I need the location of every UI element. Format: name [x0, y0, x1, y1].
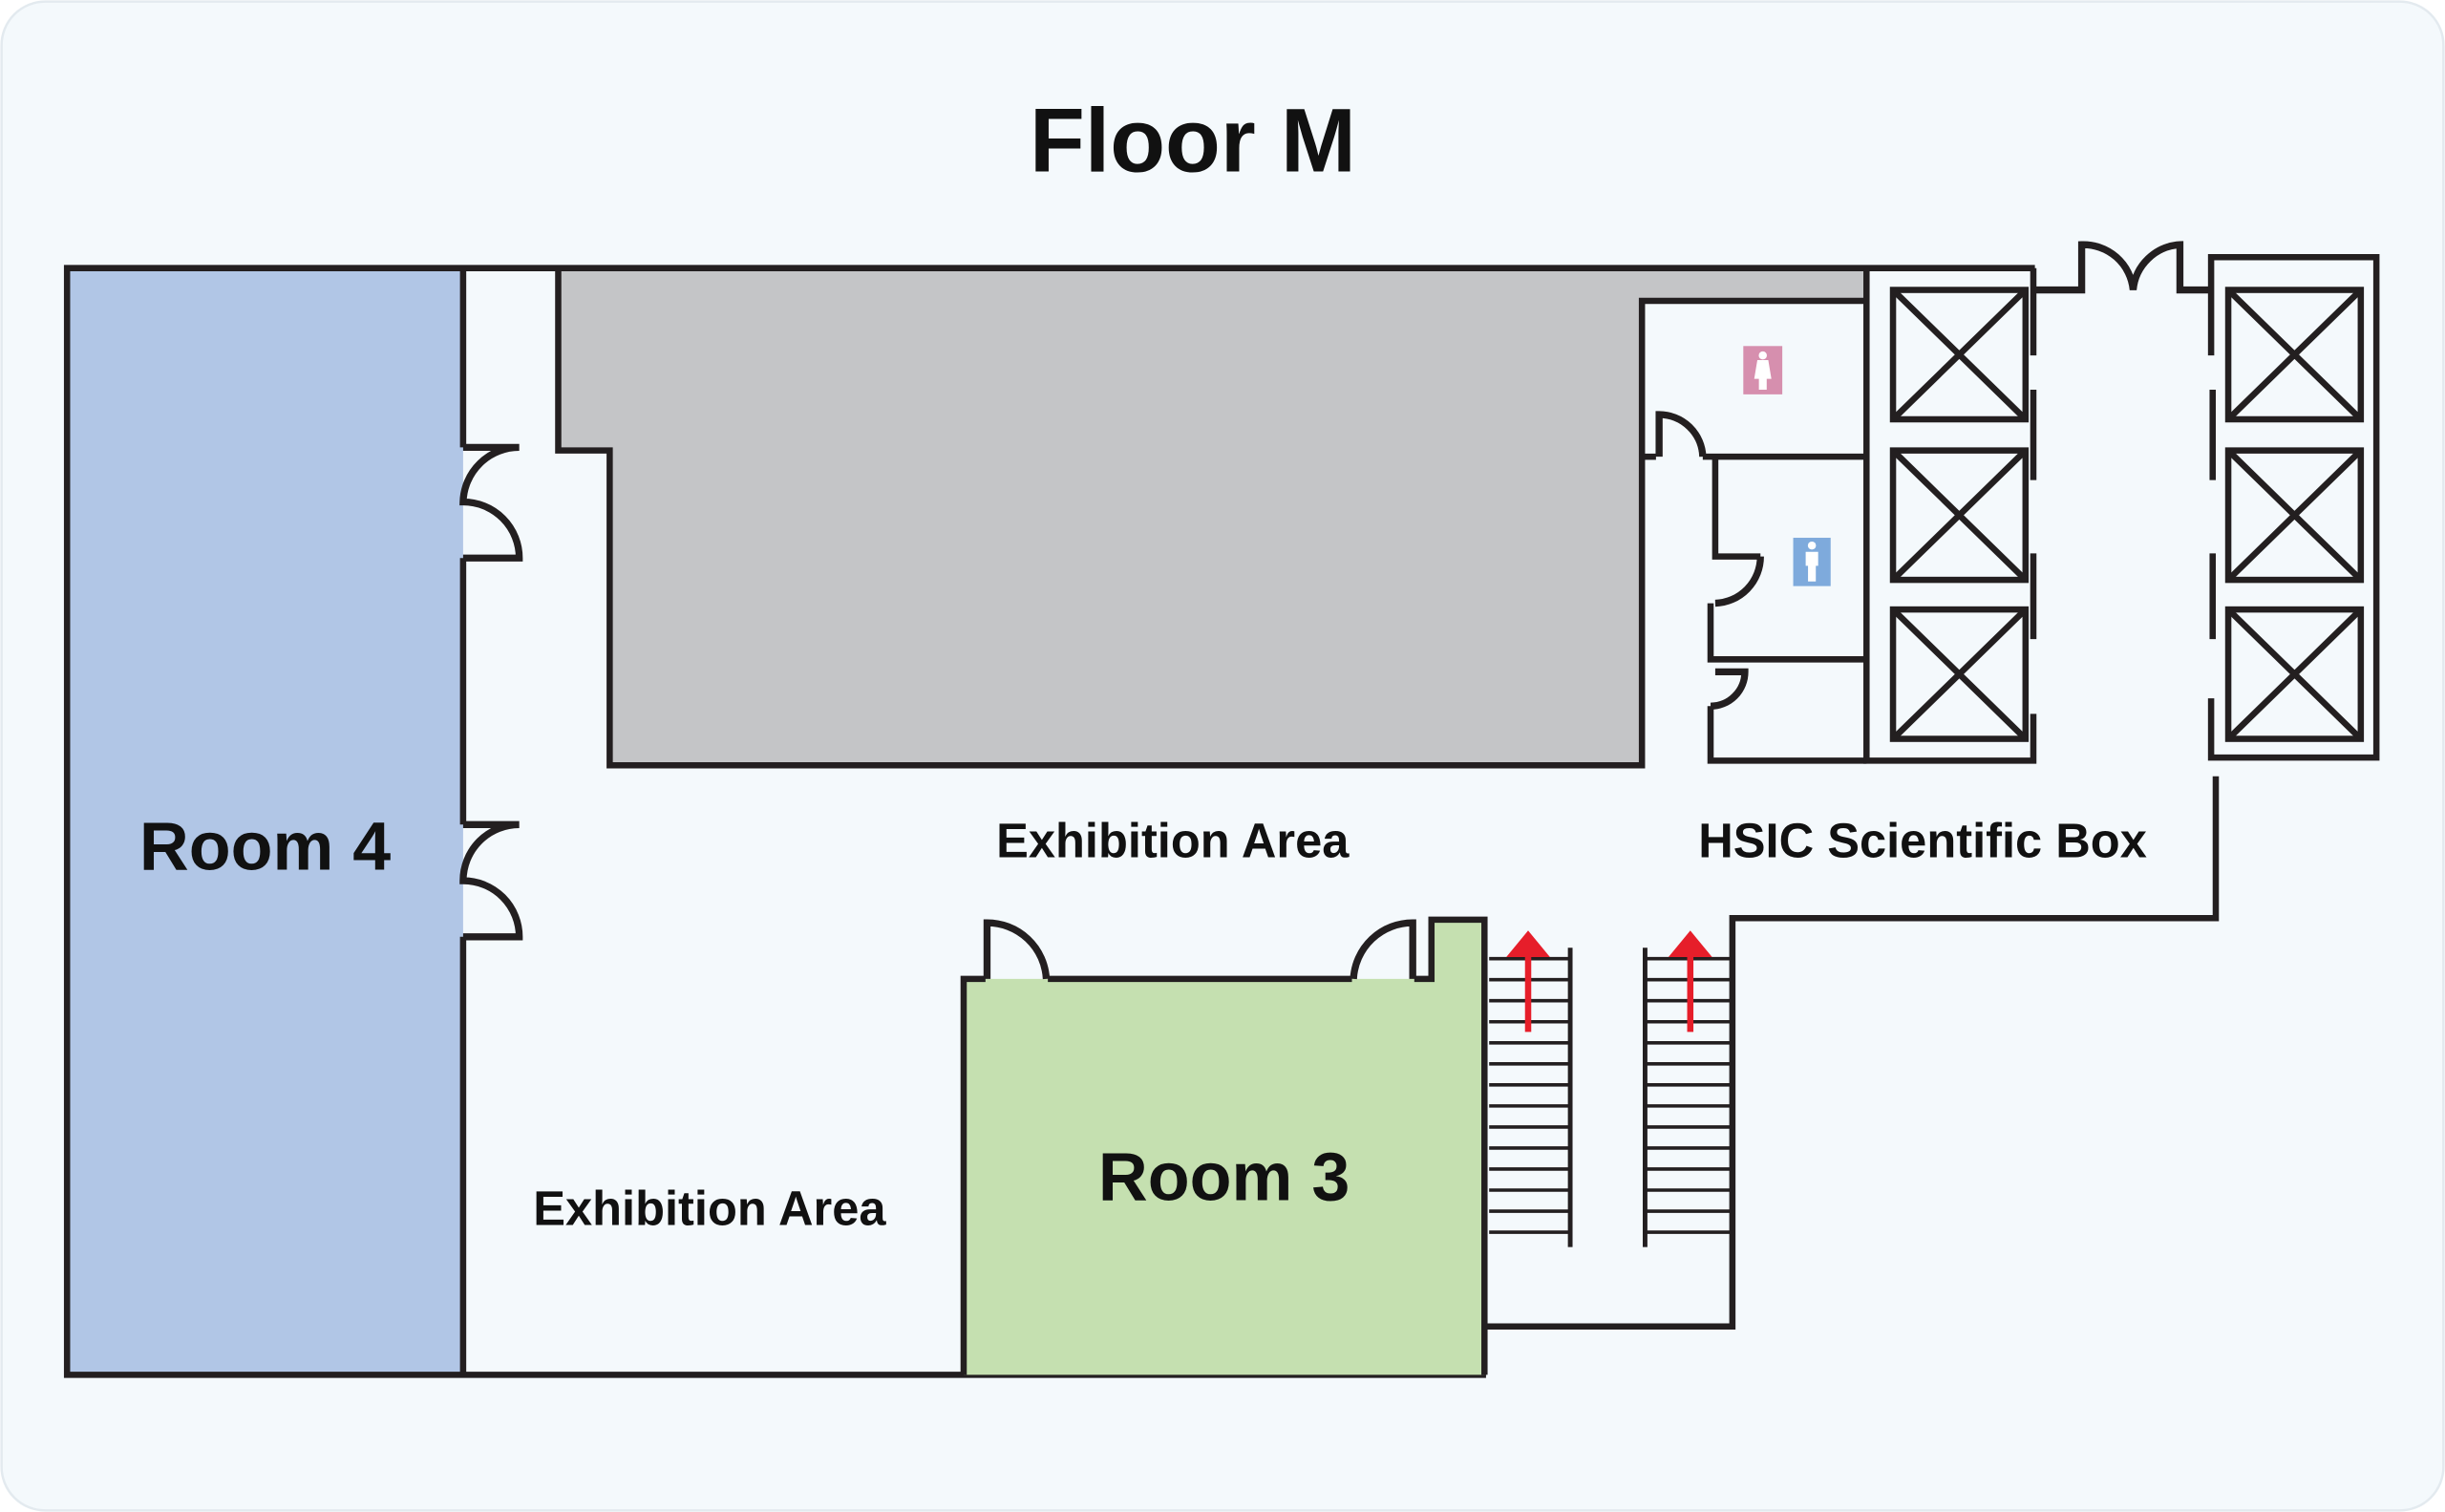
staircase-right[interactable] — [1643, 930, 1732, 1247]
room-4-door-upper[interactable] — [459, 443, 523, 562]
up-arrow-icon — [1506, 930, 1550, 1033]
room-3-door-left[interactable] — [983, 919, 1051, 980]
room-3-label: Room 3 — [1098, 1139, 1350, 1216]
elevator-bank-right — [2207, 254, 2380, 761]
room-4[interactable]: Room 4 — [67, 267, 463, 1375]
elevator-bank-left — [1863, 267, 2037, 764]
room-3-area[interactable] — [963, 919, 1485, 1375]
elevator-icon[interactable] — [1889, 287, 2030, 423]
room-4-door-lower[interactable] — [459, 820, 523, 941]
room-4-area[interactable] — [67, 267, 463, 1375]
up-arrow-icon — [1668, 930, 1712, 1033]
elevator-icon[interactable] — [1889, 447, 2030, 584]
staircase-left[interactable] — [1489, 930, 1573, 1247]
exhibition-area-lower-label: Exhibition Area — [533, 1182, 886, 1236]
elevator-icon[interactable] — [2224, 287, 2365, 423]
floor-title: Floor M — [1030, 91, 1356, 192]
elevator-icon[interactable] — [1889, 606, 2030, 742]
restroom-door-small[interactable] — [1710, 668, 1749, 710]
room-3-door-right[interactable] — [1350, 919, 1416, 980]
outer-walls — [63, 265, 2220, 1378]
elevator-icon[interactable] — [2224, 447, 2365, 584]
restricted-area-wall — [555, 267, 1867, 769]
restricted-area — [558, 267, 1867, 766]
elevator-icon[interactable] — [2224, 606, 2365, 742]
women-restroom-icon — [1743, 346, 1783, 394]
corridor-double-door[interactable] — [2034, 241, 2212, 294]
restroom-door-men[interactable] — [1714, 556, 1764, 607]
exhibition-area-upper-label: Exhibition Area — [996, 814, 1350, 868]
restroom-door-women[interactable] — [1655, 411, 1707, 458]
restrooms — [1642, 346, 1867, 764]
room-3[interactable]: Room 3 — [960, 916, 1488, 1375]
men-restroom-icon — [1793, 538, 1831, 586]
hsic-scientific-box-label: HSIC Scientific Box — [1698, 814, 2147, 868]
room-4-label: Room 4 — [139, 809, 391, 885]
